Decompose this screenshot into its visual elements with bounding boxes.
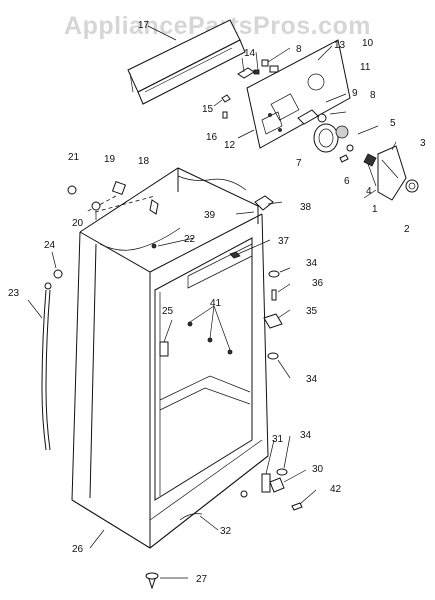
callout-34c: 34 [300, 430, 312, 441]
callout-14: 14 [244, 48, 256, 59]
part-1-control-box [363, 145, 419, 201]
callout-3: 3 [420, 138, 426, 149]
callout-22: 22 [184, 234, 196, 245]
callout-15: 15 [202, 104, 214, 115]
callout-42: 42 [330, 484, 342, 495]
callout-34a: 34 [306, 258, 318, 269]
callout-19: 19 [104, 154, 116, 165]
callout-23: 23 [8, 288, 20, 299]
callout-4: 4 [366, 186, 372, 197]
callout-24: 24 [44, 240, 56, 251]
callout-18: 18 [138, 156, 150, 167]
callout-5: 5 [390, 118, 396, 129]
callout-8b: 8 [370, 90, 376, 101]
cabinet [71, 167, 269, 549]
callout-38: 38 [300, 202, 312, 213]
part-14-bracket [237, 59, 279, 79]
callout-37: 37 [278, 236, 290, 247]
callout-25: 25 [162, 306, 174, 317]
callout-9: 9 [352, 88, 358, 99]
callout-30: 30 [312, 464, 324, 475]
callout-21: 21 [68, 152, 80, 163]
callout-7: 7 [296, 158, 302, 169]
callout-17: 17 [138, 20, 150, 31]
callout-8a: 8 [296, 44, 302, 55]
part-7-motor [313, 123, 349, 153]
callout-34b: 34 [306, 374, 318, 385]
callout-35: 35 [306, 306, 318, 317]
callout-39: 39 [204, 210, 216, 221]
callout-12: 12 [224, 140, 236, 151]
part-15-16-screws [221, 94, 231, 119]
callout-11: 11 [360, 62, 371, 73]
part-12-control-panel [246, 39, 351, 149]
callout-26: 26 [72, 544, 84, 555]
callout-31: 31 [272, 434, 284, 445]
callout-6: 6 [344, 176, 350, 187]
cabinet-small-parts [41, 180, 303, 590]
callout-27: 27 [196, 574, 208, 585]
leader-lines [27, 25, 397, 579]
callout-labels: 1 2 3 4 5 6 7 8 8 9 10 11 12 13 14 15 16… [8, 20, 426, 585]
part-17-top-trim [127, 19, 246, 105]
part-9-thermostat-bracket [297, 109, 327, 125]
callout-13: 13 [334, 40, 346, 51]
part-5-6-clips [339, 144, 354, 163]
callout-41: 41 [210, 298, 222, 309]
callout-2: 2 [404, 224, 410, 235]
callout-10: 10 [362, 38, 374, 49]
callout-16: 16 [206, 132, 218, 143]
callout-1: 1 [372, 204, 378, 215]
callout-36: 36 [312, 278, 324, 289]
callout-32: 32 [220, 526, 232, 537]
callout-20: 20 [72, 218, 84, 229]
